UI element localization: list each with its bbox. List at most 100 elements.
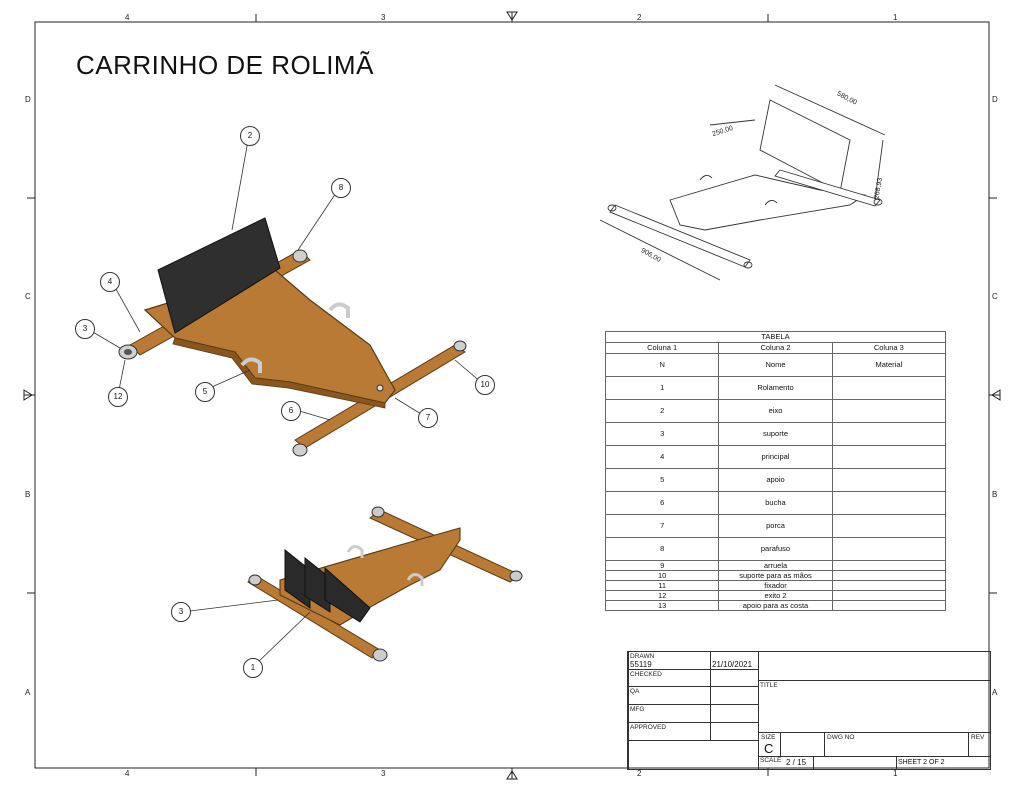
table-cell: apoio <box>718 468 833 492</box>
table-cell <box>831 376 947 400</box>
zone-col-label: 4 <box>125 13 130 22</box>
zone-col-label: 3 <box>381 769 386 778</box>
backrest-supports <box>284 548 311 609</box>
drawn-date: 21/10/2021 <box>712 660 753 669</box>
zone-col-label: 2 <box>637 769 642 778</box>
table-cell: Coluna 3 <box>831 342 947 354</box>
table-cell <box>831 580 947 591</box>
zone-col-label: 1 <box>893 769 898 778</box>
table-cell: 1 <box>604 376 720 400</box>
backrest <box>157 217 281 334</box>
balloon-1-bottom: 1 <box>243 658 263 678</box>
zone-row-label: C <box>992 292 998 301</box>
table-cell: 3 <box>604 422 720 446</box>
table-cell: fixador <box>718 580 833 591</box>
table-cell <box>831 422 947 446</box>
table-cell: 6 <box>604 491 720 515</box>
table-cell: 5 <box>604 468 720 492</box>
zone-row-label: D <box>25 95 31 104</box>
table-cell: 8 <box>604 537 720 561</box>
table-cell: eixo <box>718 399 833 423</box>
table-cell <box>831 491 947 515</box>
zone-row-label: A <box>992 688 998 697</box>
balloon-6: 6 <box>281 401 301 421</box>
balloon-7: 7 <box>418 408 438 428</box>
table-cell: 7 <box>604 514 720 538</box>
zone-row-label: B <box>992 490 998 499</box>
drawn-label: DRAWN <box>630 653 655 660</box>
table-cell <box>831 537 947 561</box>
table-caption: TABELA <box>605 331 946 343</box>
table-cell: TABELA <box>605 331 946 343</box>
table-cell: bucha <box>718 491 833 515</box>
table-cell <box>831 514 947 538</box>
balloon-5: 5 <box>195 382 215 402</box>
title-label: TITLE <box>760 682 778 689</box>
isometric-view <box>85 134 483 457</box>
table-cell <box>831 560 947 571</box>
scale-value: 2 / 15 <box>786 758 807 767</box>
table-cell: Rolamento <box>718 376 833 400</box>
table-cell: 2 <box>604 399 720 423</box>
table-cell: apoio para as costa <box>718 600 833 611</box>
rev-label: REV <box>971 734 985 741</box>
balloon-3-bottom: 3 <box>171 602 191 622</box>
zone-row-label: C <box>25 292 31 301</box>
qa-label: QA <box>630 688 640 695</box>
table-cell: 11 <box>604 580 720 591</box>
drawn-by: 55119 <box>630 660 652 669</box>
table-cell <box>831 600 947 611</box>
balloon-3: 3 <box>75 319 95 339</box>
scale-label: SCALE <box>760 757 782 764</box>
table-cell <box>831 468 947 492</box>
table-cell: suporte <box>718 422 833 446</box>
table-cell: N <box>604 353 720 377</box>
zone-col-label: 4 <box>125 769 130 778</box>
table-cell: 9 <box>604 560 720 571</box>
balloon-8: 8 <box>331 178 351 198</box>
table-cell <box>831 570 947 581</box>
zone-col-label: 3 <box>381 13 386 22</box>
zone-col-label: 2 <box>637 13 642 22</box>
table-cell: 10 <box>604 570 720 581</box>
title-block: DRAWN 55119 21/10/2021 CHECKED TITLE QA … <box>627 651 991 770</box>
zone-row-label: D <box>992 95 998 104</box>
table-cell: Coluna 1 <box>604 342 720 354</box>
mfg-label: MFG <box>630 706 645 713</box>
zone-col-label: 1 <box>893 13 898 22</box>
bottom-view <box>189 506 523 666</box>
balloon-4: 4 <box>100 272 120 292</box>
table-cell: Nome <box>718 353 833 377</box>
dimensioned-view <box>599 84 886 281</box>
sheet-number: SHEET 2 OF 2 <box>898 759 945 766</box>
checked-label: CHECKED <box>630 671 662 678</box>
table-cell: exito 2 <box>718 590 833 601</box>
table-cell: principal <box>718 445 833 469</box>
table-cell: Material <box>831 353 947 377</box>
table-cell: 13 <box>604 600 720 611</box>
table-cell: arruela <box>718 560 833 571</box>
zone-row-label: B <box>25 490 31 499</box>
size-label: SIZE <box>761 734 776 741</box>
balloon-10: 10 <box>475 375 495 395</box>
table-cell <box>831 399 947 423</box>
table-cell: Coluna 2 <box>718 342 833 354</box>
dwg-no-label: DWG NO <box>827 734 855 741</box>
table-cell <box>831 445 947 469</box>
balloon-2: 2 <box>240 126 260 146</box>
